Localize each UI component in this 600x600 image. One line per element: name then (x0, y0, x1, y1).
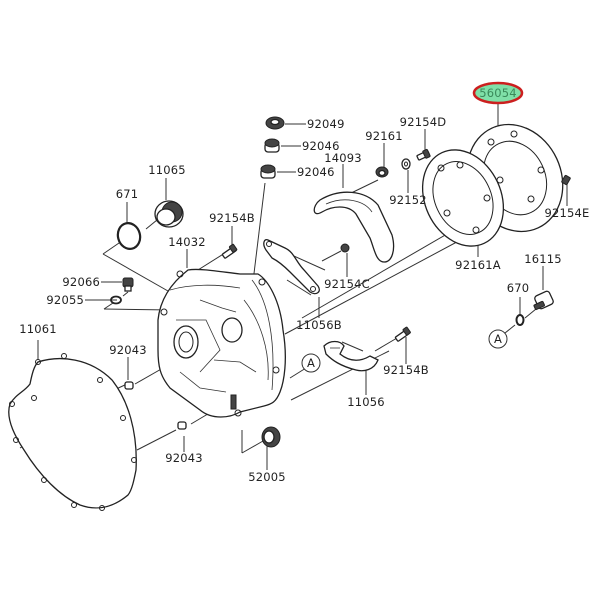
part-92161A-gasket[interactable] (407, 137, 518, 260)
part-92154C-bolt[interactable] (340, 243, 350, 253)
part-label-92154B-lower[interactable]: 92154B (383, 363, 429, 377)
part-16115-plug[interactable] (533, 290, 555, 311)
part-label-11065[interactable]: 11065 (148, 163, 186, 177)
part-92154B-bolt-lower[interactable] (394, 326, 411, 342)
part-label-92046-upper[interactable]: 92046 (302, 139, 340, 153)
part-label-11056B[interactable]: 11056B (296, 318, 342, 332)
part-label-16115[interactable]: 16115 (524, 252, 562, 266)
part-670-o-ring (515, 314, 525, 326)
part-92055-washer (110, 295, 122, 305)
part-11056-bracket[interactable] (323, 340, 379, 372)
part-92154E-bolt[interactable] (561, 174, 571, 186)
part-label-92154E[interactable]: 92154E (544, 206, 589, 220)
part-92043-dowel-upper[interactable] (124, 381, 134, 390)
marker-a-right: A (488, 329, 508, 349)
marker-a-right-label: A (494, 332, 502, 346)
part-label-671[interactable]: 671 (116, 187, 139, 201)
part-label-92046-lower[interactable]: 92046 (297, 165, 335, 179)
part-label-92043-lower[interactable]: 92043 (165, 451, 203, 465)
part-92049-seal[interactable] (265, 116, 285, 130)
part-label-92161[interactable]: 92161 (365, 129, 403, 143)
part-label-56054[interactable]: 56054 (479, 86, 517, 100)
highlighted-part-callout[interactable]: 56054 (472, 81, 524, 105)
part-92154D-bolt[interactable] (416, 148, 431, 161)
part-92046-cap-upper[interactable] (264, 138, 280, 153)
part-52005-oil-seal[interactable] (261, 426, 281, 448)
part-label-92154B-upper[interactable]: 92154B (209, 211, 255, 225)
highlight-ring (472, 81, 524, 105)
part-11061-gasket[interactable] (8, 353, 137, 511)
part-label-14093[interactable]: 14093 (324, 151, 362, 165)
part-label-670[interactable]: 670 (507, 281, 530, 295)
marker-a-left-label: A (307, 356, 315, 370)
part-92152-washer[interactable] (401, 158, 411, 170)
part-label-92152[interactable]: 92152 (389, 193, 427, 207)
part-label-92154C[interactable]: 92154C (324, 277, 370, 291)
part-14093-guide[interactable] (313, 191, 395, 263)
part-label-92154D[interactable]: 92154D (400, 115, 447, 129)
part-label-92049[interactable]: 92049 (307, 117, 345, 131)
part-14032-cover[interactable] (157, 268, 286, 418)
part-92066-plug[interactable] (122, 277, 134, 292)
part-11065-cap[interactable] (154, 200, 184, 228)
part-92043-dowel-lower[interactable] (177, 421, 187, 430)
part-labels: 92049 92046 92046 92161 92154D 14093 921… (19, 115, 589, 484)
highlight-fill (474, 83, 522, 103)
part-label-11061[interactable]: 11061 (19, 322, 57, 336)
part-label-92161A[interactable]: 92161A (455, 258, 501, 272)
part-92046-cap-lower[interactable] (260, 164, 276, 179)
part-label-52005[interactable]: 52005 (248, 470, 286, 484)
part-label-92043-upper[interactable]: 92043 (109, 343, 147, 357)
part-11056B-bracket[interactable] (263, 238, 320, 295)
part-label-92066[interactable]: 92066 (62, 275, 100, 289)
part-92154B-bolt-upper[interactable] (221, 243, 238, 259)
part-label-11056[interactable]: 11056 (347, 395, 385, 409)
part-92161-nut[interactable] (375, 166, 389, 178)
part-671-o-ring (116, 222, 142, 250)
part-label-14032[interactable]: 14032 (168, 235, 206, 249)
part-label-92055[interactable]: 92055 (46, 293, 84, 307)
marker-a-left: A (301, 353, 321, 373)
